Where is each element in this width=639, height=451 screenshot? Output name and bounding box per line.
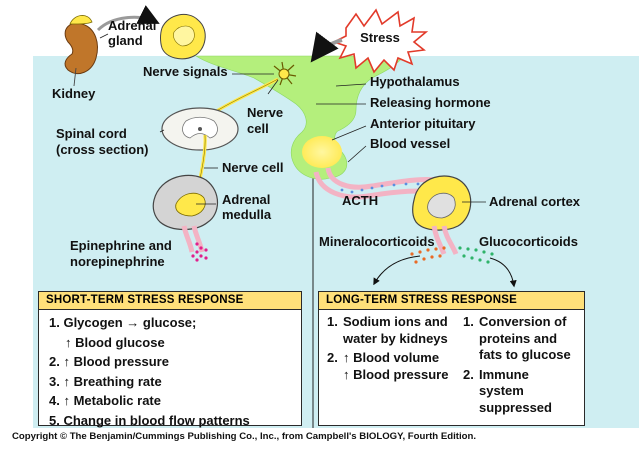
long-term-right-item-2: 2.Immune system suppressed xyxy=(463,366,552,415)
label-adrenal-cortex: Adrenal cortex xyxy=(489,194,581,209)
gray-arrow-kidney xyxy=(96,5,160,32)
short-term-item-1: 1. Glycogen → glucose; xyxy=(49,315,197,330)
long-term-heading: LONG-TERM STRESS RESPONSE xyxy=(319,292,584,310)
label-nerve-cell-top-2: cell xyxy=(247,121,269,136)
label-adrenal-medulla-2: medulla xyxy=(222,207,272,222)
nerve-cell-top xyxy=(273,61,297,86)
adrenal-gland-enlarged xyxy=(160,13,206,60)
label-spinal-cord-1: Spinal cord xyxy=(56,126,127,141)
label-adrenal-medulla-1: Adrenal xyxy=(222,192,270,207)
label-nerve-cell-mid: Nerve cell xyxy=(222,160,283,175)
short-term-response-box: SHORT-TERM STRESS RESPONSE 1. Glycogen →… xyxy=(38,291,302,428)
label-anterior-pituitary: Anterior pituitary xyxy=(370,116,476,131)
stress-burst: Stress xyxy=(331,8,429,74)
short-term-item-1b: ↑ Blood glucose xyxy=(65,334,165,350)
long-term-left-list: 1.Sodium ions and water by kidneys 2.↑ B… xyxy=(327,314,448,386)
label-releasing-hormone: Releasing hormone xyxy=(370,95,491,110)
label-spinal-cord-2: (cross section) xyxy=(56,142,148,157)
glucocorticoid-dots xyxy=(458,246,494,264)
spinal-cord-shape xyxy=(161,107,239,151)
short-term-item-3: 3. ↑ Breathing rate xyxy=(49,373,162,389)
short-term-item-4: 4. ↑ Metabolic rate xyxy=(49,393,161,409)
kidney-shape xyxy=(64,15,98,87)
label-nerve-signals: Nerve signals xyxy=(143,64,228,79)
short-term-item-5: 5. Change in blood flow patterns xyxy=(49,412,250,428)
label-kidney: Kidney xyxy=(52,86,96,101)
long-term-right-list: 1.Conversion of proteins and fats to glu… xyxy=(463,314,571,419)
label-acth: ACTH xyxy=(342,193,378,208)
short-term-list: 1. Glycogen → glucose; ↑ Blood glucose 2… xyxy=(39,310,301,431)
short-term-item-2: 2. ↑ Blood pressure xyxy=(49,354,169,370)
adrenal-cortex-gland xyxy=(412,175,472,231)
adrenal-medulla-gland xyxy=(152,174,219,231)
anterior-pituitary-shape xyxy=(302,136,342,168)
label-epinephrine-1: Epinephrine and xyxy=(70,238,172,253)
label-glucocorticoids: Glucocorticoids xyxy=(479,234,578,249)
long-term-left-item-2: 2.↑ Blood volume ↑ Blood pressure xyxy=(327,350,449,382)
acth-dots xyxy=(340,182,420,194)
long-term-right-item-1: 1.Conversion of proteins and fats to glu… xyxy=(463,314,571,362)
label-nerve-cell-top-1: Nerve xyxy=(247,105,283,120)
medulla-vessel xyxy=(181,225,195,253)
epinephrine-dots xyxy=(191,242,208,262)
label-blood-vessel: Blood vessel xyxy=(370,136,450,151)
stress-label: Stress xyxy=(360,30,400,45)
long-term-left-item-1: 1.Sodium ions and water by kidneys xyxy=(327,314,448,346)
label-hypothalamus: Hypothalamus xyxy=(370,74,460,89)
label-adrenal-gland-2: gland xyxy=(108,33,143,48)
label-adrenal-gland-1: Adrenal xyxy=(108,18,156,33)
short-term-heading: SHORT-TERM STRESS RESPONSE xyxy=(39,292,301,310)
arrow-to-gluco xyxy=(489,257,517,288)
mineralocorticoid-dots xyxy=(410,246,446,264)
long-term-response-box: LONG-TERM STRESS RESPONSE 1.Sodium ions … xyxy=(318,291,585,426)
leader-lines xyxy=(99,33,486,205)
arrow-to-mineral xyxy=(373,255,421,286)
gray-arrow-stress xyxy=(310,31,343,63)
label-mineralocorticoids: Mineralocorticoids xyxy=(319,234,435,249)
label-epinephrine-2: norepinephrine xyxy=(70,254,165,269)
copyright-text: Copyright © The Benjamin/Cummings Publis… xyxy=(12,431,477,442)
